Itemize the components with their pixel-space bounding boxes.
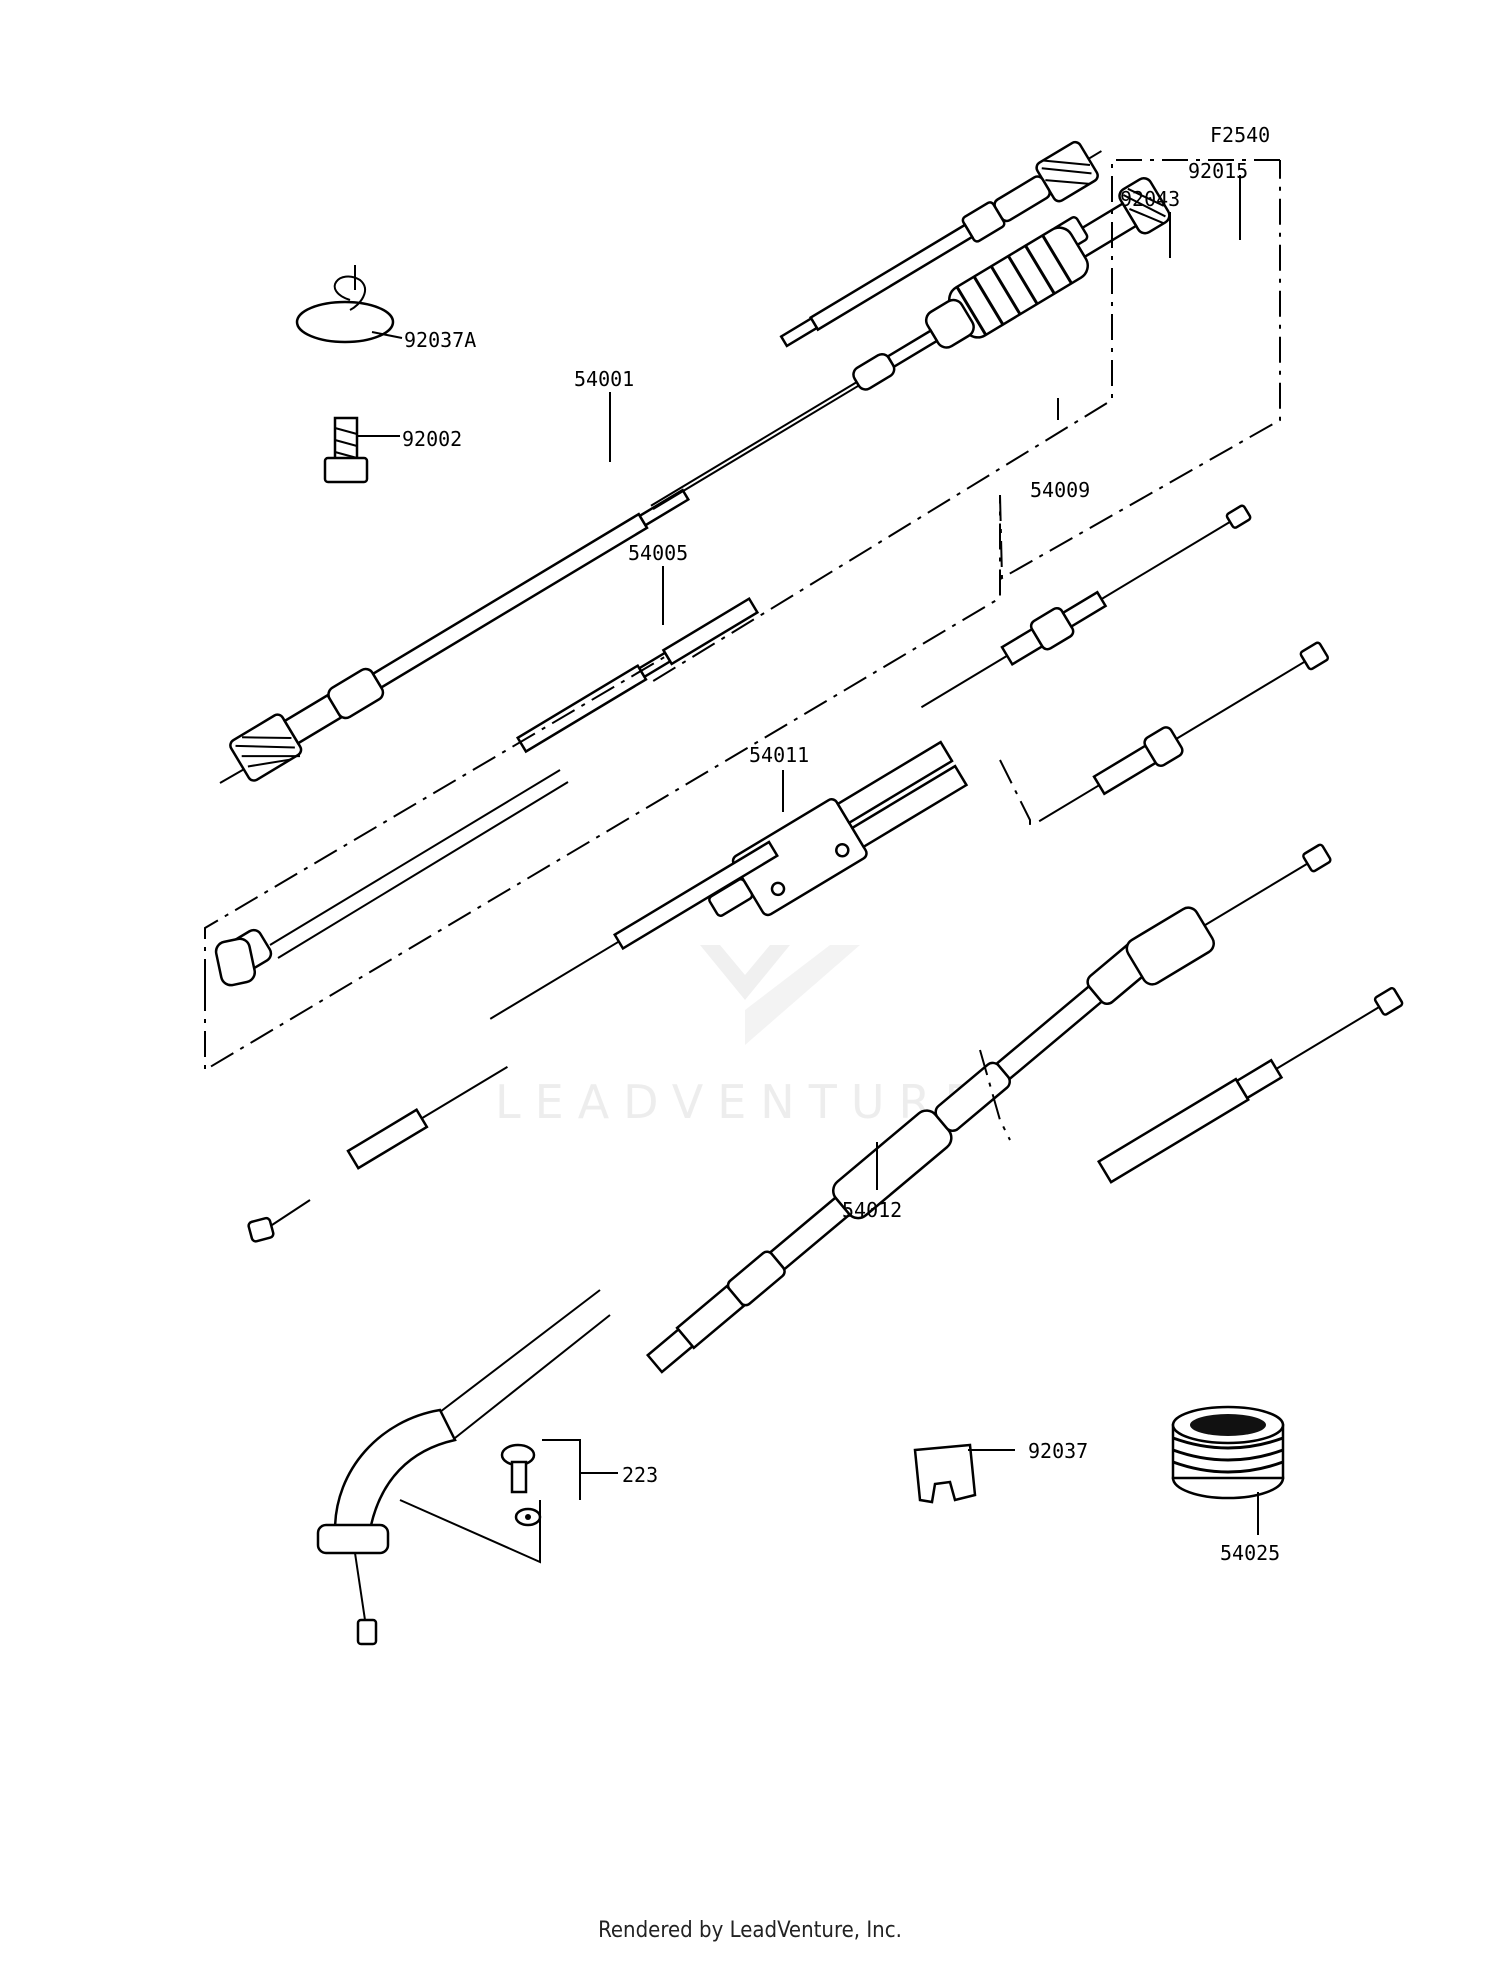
render-credit: Rendered by LeadVenture, Inc. bbox=[598, 1918, 902, 1943]
callout-54011[interactable]: 54011 bbox=[749, 743, 809, 767]
tachometer-cable-lower[interactable] bbox=[214, 597, 760, 987]
callout-54005[interactable]: 54005 bbox=[628, 541, 688, 565]
callout-92002[interactable]: 92002 bbox=[402, 427, 462, 451]
speedometer-cable-54001[interactable] bbox=[219, 475, 699, 784]
clip-92037[interactable] bbox=[913, 1443, 977, 1504]
callout-92037A[interactable]: 92037A bbox=[404, 328, 476, 352]
callout-54001[interactable]: 54001 bbox=[574, 367, 634, 391]
throttle-cable-54012[interactable] bbox=[316, 831, 1404, 1646]
callout-54012[interactable]: 54012 bbox=[842, 1198, 902, 1222]
cotter-pin-92037A[interactable] bbox=[295, 265, 395, 344]
callout-labels: 92037A 92002 54001 54005 92043 92015 540… bbox=[402, 159, 1280, 1565]
callout-92043[interactable]: 92043 bbox=[1120, 187, 1180, 211]
spring-54025[interactable] bbox=[1171, 1405, 1285, 1500]
tachometer-cable-assembly-54009[interactable] bbox=[636, 174, 1175, 528]
callout-54009[interactable]: 54009 bbox=[1030, 478, 1090, 502]
watermark-logo: LEADVENTURE bbox=[495, 945, 988, 1129]
leader-lines bbox=[357, 175, 1259, 1564]
choke-cable-junction-54011[interactable] bbox=[247, 498, 1332, 1243]
outline-group-54005 bbox=[204, 159, 1281, 1141]
callout-54025[interactable]: 54025 bbox=[1220, 1541, 1280, 1565]
watermark-text: LEADVENTURE bbox=[495, 1075, 988, 1129]
bolt-92002[interactable] bbox=[323, 416, 369, 484]
callout-92037[interactable]: 92037 bbox=[1028, 1439, 1088, 1463]
figure-code: F2540 bbox=[1210, 123, 1270, 147]
callout-223[interactable]: 223 bbox=[622, 1463, 658, 1487]
speedometer-cable-upper-end[interactable] bbox=[773, 132, 1113, 360]
screw-washer-223[interactable] bbox=[500, 1443, 542, 1527]
callout-92015[interactable]: 92015 bbox=[1188, 159, 1248, 183]
